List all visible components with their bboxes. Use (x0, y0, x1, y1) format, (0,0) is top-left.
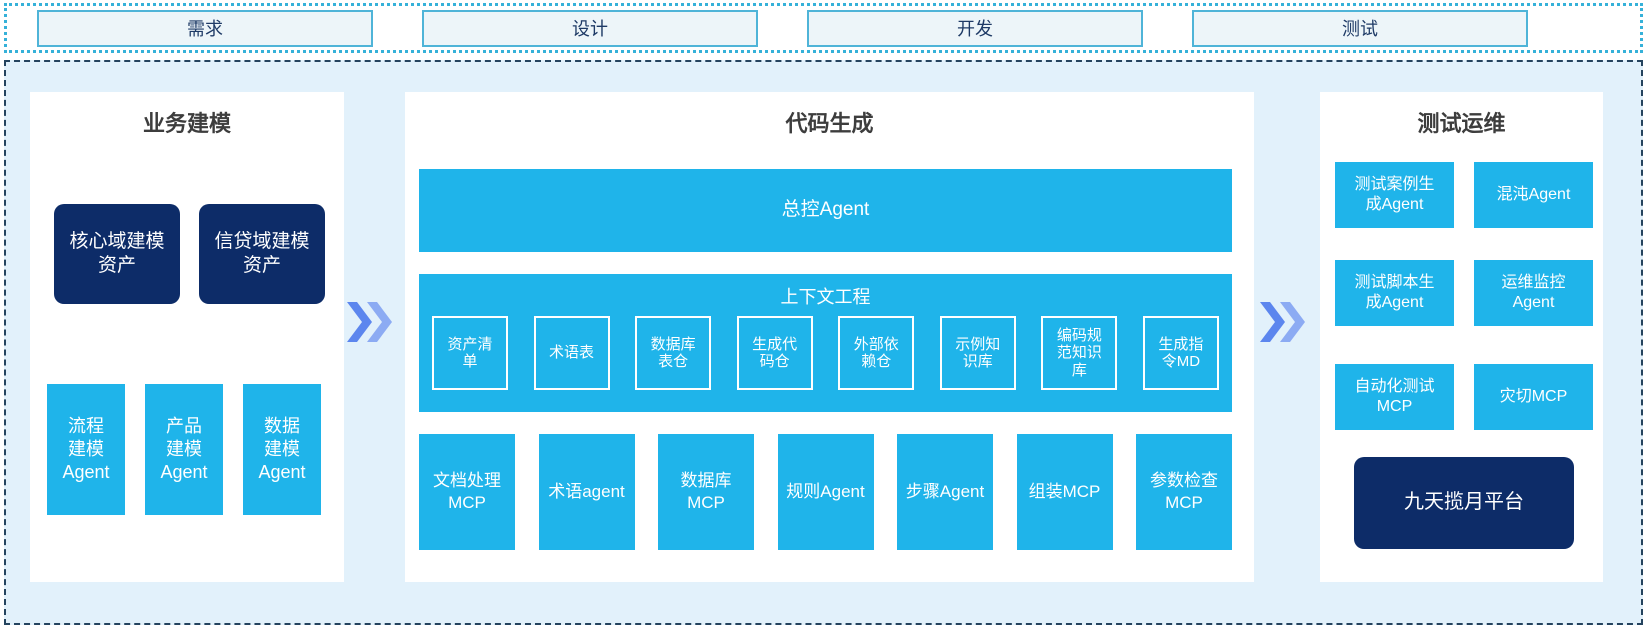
flow-chevron-icon (1260, 302, 1305, 342)
context-item-asset-list: 资产清 单 (432, 316, 508, 390)
asset-box-row: 核心域建模 资产 信贷域建模 资产 (54, 204, 325, 304)
test-ops-row-1: 测试案例生 成Agent 混沌Agent (1335, 162, 1593, 228)
box-test-case-gen-agent: 测试案例生 成Agent (1335, 162, 1454, 228)
mcp-box-assembly: 组装MCP (1016, 434, 1113, 550)
mcp-box-glossary-agent: 术语agent (538, 434, 635, 550)
panel-title: 业务建模 (142, 111, 231, 136)
context-item-generate-instruction-md: 生成指 令MD (1142, 316, 1219, 390)
context-item-coding-standard-kb: 编码规 范知识 库 (1041, 316, 1118, 390)
agent-box-data-modeling: 数据 建模 Agent (243, 384, 321, 515)
test-ops-row-3: 自动化测试 MCP 灾切MCP (1335, 364, 1593, 430)
context-engineering-title: 上下文工程 (780, 287, 871, 307)
box-chaos-agent: 混沌Agent (1474, 162, 1593, 228)
phase-box-development: 开发 (807, 9, 1143, 47)
context-item-external-dep-repo: 外部依 赖仓 (838, 316, 915, 390)
context-item-generated-code-repo: 生成代 码仓 (736, 316, 813, 390)
context-engineering-box: 上下文工程 资产清 单 术语表 数据库 表仓 生成代 码仓 外部依 赖仓 示例知… (419, 274, 1232, 412)
asset-box-credit-domain: 信贷域建模 资产 (199, 204, 325, 304)
mcp-box-step-agent: 步骤Agent (897, 434, 993, 550)
phase-box-design: 设计 (422, 9, 758, 47)
modeling-agent-row: 流程 建模 Agent 产品 建模 Agent 数据 建模 Agent (47, 384, 321, 515)
panel-business-modeling: 业务建模 核心域建模 资产 信贷域建模 资产 流程 建模 Agent 产品 建模… (30, 92, 344, 582)
agent-box-product-modeling: 产品 建模 Agent (145, 384, 223, 515)
mcp-box-doc-processing: 文档处理 MCP (419, 434, 515, 550)
box-test-script-gen-agent: 测试脚本生 成Agent (1335, 260, 1454, 326)
asset-box-core-domain: 核心域建模 资产 (54, 204, 180, 304)
platform-box-jiutian-lanyue: 九天揽月平台 (1354, 457, 1574, 549)
panel-test-operations: 测试运维 测试案例生 成Agent 混沌Agent 测试脚本生 成Agent 运… (1320, 92, 1603, 582)
mcp-box-database: 数据库 MCP (658, 434, 754, 550)
flow-chevron-icon (347, 302, 392, 342)
panel-title: 测试运维 (1417, 111, 1506, 136)
box-disaster-switch-mcp: 灾切MCP (1474, 364, 1593, 430)
phase-label: 开发 (957, 19, 993, 39)
phase-box-requirements: 需求 (37, 9, 373, 47)
panel-code-generation: 代码生成 总控Agent 上下文工程 资产清 单 术语表 数据库 表仓 生成代 … (405, 92, 1254, 582)
agent-box-process-modeling: 流程 建模 Agent (47, 384, 125, 515)
main-container: 业务建模 核心域建模 资产 信贷域建模 资产 流程 建模 Agent 产品 建模… (4, 60, 1643, 625)
phase-label: 需求 (187, 19, 223, 39)
phase-box-testing: 测试 (1192, 9, 1528, 47)
context-item-db-table-repo: 数据库 表仓 (635, 316, 712, 390)
context-item-glossary: 术语表 (533, 316, 610, 390)
test-ops-row-2: 测试脚本生 成Agent 运维监控 Agent (1335, 260, 1593, 326)
phase-label: 设计 (572, 19, 608, 39)
master-agent-bar: 总控Agent (419, 169, 1232, 252)
mcp-box-rule-agent: 规则Agent (777, 434, 874, 550)
context-item-row: 资产清 单 术语表 数据库 表仓 生成代 码仓 外部依 赖仓 示例知 识库 编码… (419, 316, 1232, 390)
mcp-box-param-check: 参数检查 MCP (1136, 434, 1232, 550)
phase-label: 测试 (1342, 19, 1378, 39)
panel-title: 代码生成 (785, 111, 874, 136)
box-auto-test-mcp: 自动化测试 MCP (1335, 364, 1454, 430)
phase-bar: 需求 设计 开发 测试 (4, 3, 1643, 53)
box-ops-monitor-agent: 运维监控 Agent (1474, 260, 1593, 326)
context-item-example-kb: 示例知 识库 (939, 316, 1016, 390)
mcp-agent-row: 文档处理 MCP 术语agent 数据库 MCP 规则Agent 步骤Agent… (419, 434, 1232, 550)
